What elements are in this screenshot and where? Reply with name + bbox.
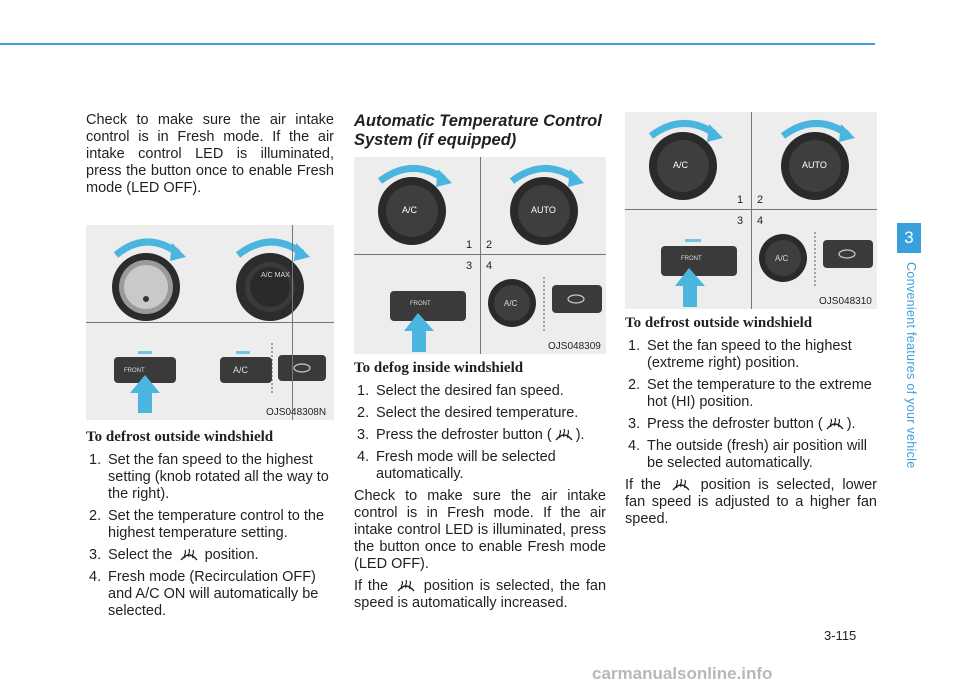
defrost-icon <box>825 416 845 432</box>
front-label: FRONT <box>410 301 431 307</box>
recirculation-icon <box>567 294 585 304</box>
column-1: Check to make sure the air intake contro… <box>86 112 334 202</box>
front-label: FRONT <box>681 256 702 262</box>
list-item: 2.Select the desired temperature. <box>357 405 579 421</box>
list-item: 1.Set the fan speed to the highest (extr… <box>628 338 852 371</box>
fresh-mode-paragraph: Check to make sure the air intake contro… <box>354 488 606 572</box>
list-item: 4.The outside (fresh) air position will … <box>628 438 868 471</box>
defrost-icon <box>396 578 416 594</box>
quadrant-label: 1 <box>466 239 473 251</box>
section-title: Automatic Temperature Control System (if… <box>354 112 602 149</box>
column-3-lower: To defrost outside windshield 1.Set the … <box>625 315 877 533</box>
figure-code: OJS048309 <box>548 341 601 352</box>
auto-label: AUTO <box>531 205 556 215</box>
quadrant-label: 3 <box>737 215 744 227</box>
front-label: FRONT <box>124 368 145 374</box>
quadrant-label: 2 <box>757 194 764 206</box>
ac-label: A/C <box>402 205 418 215</box>
section-heading: To defog inside windshield <box>354 360 524 376</box>
recirculation-button <box>278 355 326 381</box>
manual-climate-illustration <box>112 238 326 413</box>
figure-auto-defog: A/C AUTO FRONT A/C 1 2 3 4 OJS048309 <box>354 157 606 354</box>
figure-code: OJS048308N <box>266 407 327 418</box>
quadrant-label: 3 <box>466 260 473 272</box>
ac-label: A/C <box>504 299 518 308</box>
ac-label: A/C <box>775 254 789 263</box>
column-1-lower: To defrost outside windshield 1.Set the … <box>86 429 334 625</box>
recirculation-icon <box>838 249 856 259</box>
column-2-lower: To defog inside windshield 1.Select the … <box>354 360 606 617</box>
list-item: 3.Press the defroster button (). <box>628 416 856 432</box>
recirculation-icon <box>293 363 311 373</box>
fan-speed-paragraph: If the position is selected, lower fan s… <box>625 477 878 527</box>
led-indicator <box>236 351 250 354</box>
front-defrost-button <box>661 246 737 276</box>
header-rule <box>0 43 875 45</box>
list-item: 2.Set the temperature control to the hig… <box>89 508 325 541</box>
press-arrow-icon <box>675 268 705 307</box>
led-indicator <box>138 351 152 354</box>
recirculation-button <box>552 285 602 313</box>
fan-speed-paragraph: If the position is selected, the fan spe… <box>354 578 607 611</box>
press-arrow-icon <box>404 313 434 352</box>
quadrant-label: 2 <box>486 239 493 251</box>
quadrant-label: 4 <box>757 215 764 227</box>
watermark: carmanualsonline.info <box>592 664 773 683</box>
recirculation-button <box>823 240 873 268</box>
front-defrost-button <box>390 291 466 321</box>
intro-paragraph: Check to make sure the air intake contro… <box>86 112 334 196</box>
list-item: 4.Fresh mode (Recirculation OFF) and A/C… <box>89 569 319 619</box>
list-item: 1.Select the desired fan speed. <box>357 383 564 399</box>
list-item: 4.Fresh mode will be selected automatica… <box>357 449 556 482</box>
ac-button <box>220 357 272 383</box>
figure-manual-climate: A/C MAX FRONT A/C OJS048308N <box>86 225 334 420</box>
defrost-icon <box>554 427 574 443</box>
chapter-title: Convenient features of your vehicle <box>904 262 918 469</box>
front-defrost-button <box>114 357 176 383</box>
quadrant-label: 4 <box>486 260 493 272</box>
column-2: Automatic Temperature Control System (if… <box>354 112 606 156</box>
ac-max-label: A/C MAX <box>261 272 290 279</box>
auto-climate-illustration <box>648 120 873 307</box>
auto-climate-illustration <box>377 165 602 352</box>
section-heading: To defrost outside windshield <box>86 429 274 445</box>
list-item: 3.Select the position. <box>89 547 259 563</box>
chapter-tab: 3 <box>897 223 921 253</box>
auto-label: AUTO <box>802 160 827 170</box>
figure-code: OJS048310 <box>819 296 872 307</box>
fan-icon <box>143 296 149 302</box>
section-heading: To defrost outside windshield <box>625 315 813 331</box>
ac-label: A/C <box>233 365 249 375</box>
led-indicator <box>685 239 701 242</box>
defrost-icon <box>179 547 199 563</box>
list-item: 3.Press the defroster button (). <box>357 427 585 443</box>
quadrant-label: 1 <box>737 194 744 206</box>
list-item: 1.Set the fan speed to the highest setti… <box>89 452 329 502</box>
page-number: 3-115 <box>824 628 857 643</box>
figure-auto-defrost: A/C AUTO FRONT A/C 1 2 3 4 OJS048310 <box>625 112 877 309</box>
defrost-icon <box>671 477 691 493</box>
list-item: 2.Set the temperature to the extreme hot… <box>628 377 872 410</box>
press-arrow-icon <box>130 375 160 413</box>
ac-label: A/C <box>673 160 689 170</box>
